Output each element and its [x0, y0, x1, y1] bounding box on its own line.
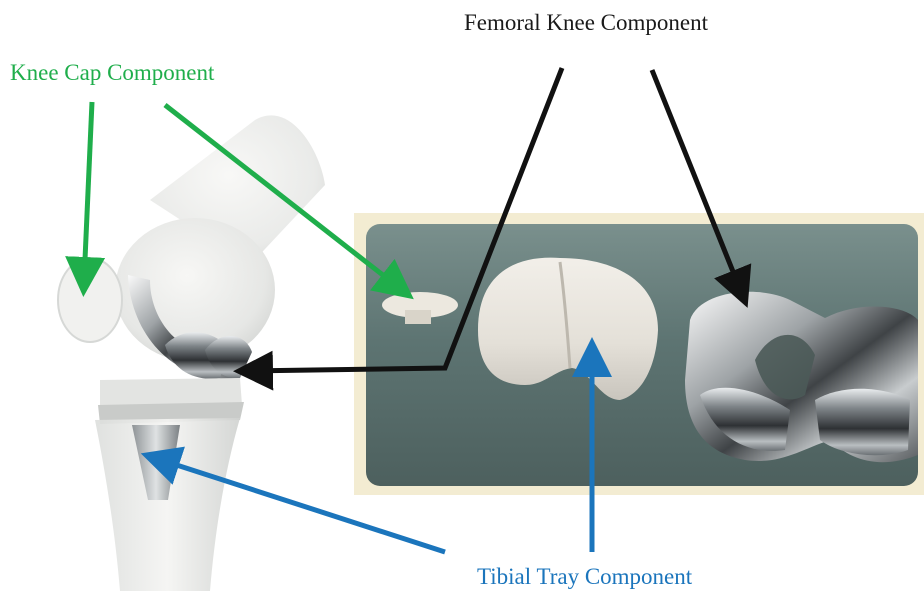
patella-shape	[58, 258, 122, 342]
knee-joint-illustration	[58, 115, 325, 591]
implant-photo	[354, 213, 924, 495]
femoral-component-label: Femoral Knee Component	[464, 11, 708, 34]
kneecap-arrow-to-knee	[84, 102, 92, 282]
knee-cap-component-label: Knee Cap Component	[10, 61, 214, 84]
photo-metal-femoral	[685, 292, 918, 462]
tibial-tray-component-label: Tibial Tray Component	[477, 565, 692, 588]
